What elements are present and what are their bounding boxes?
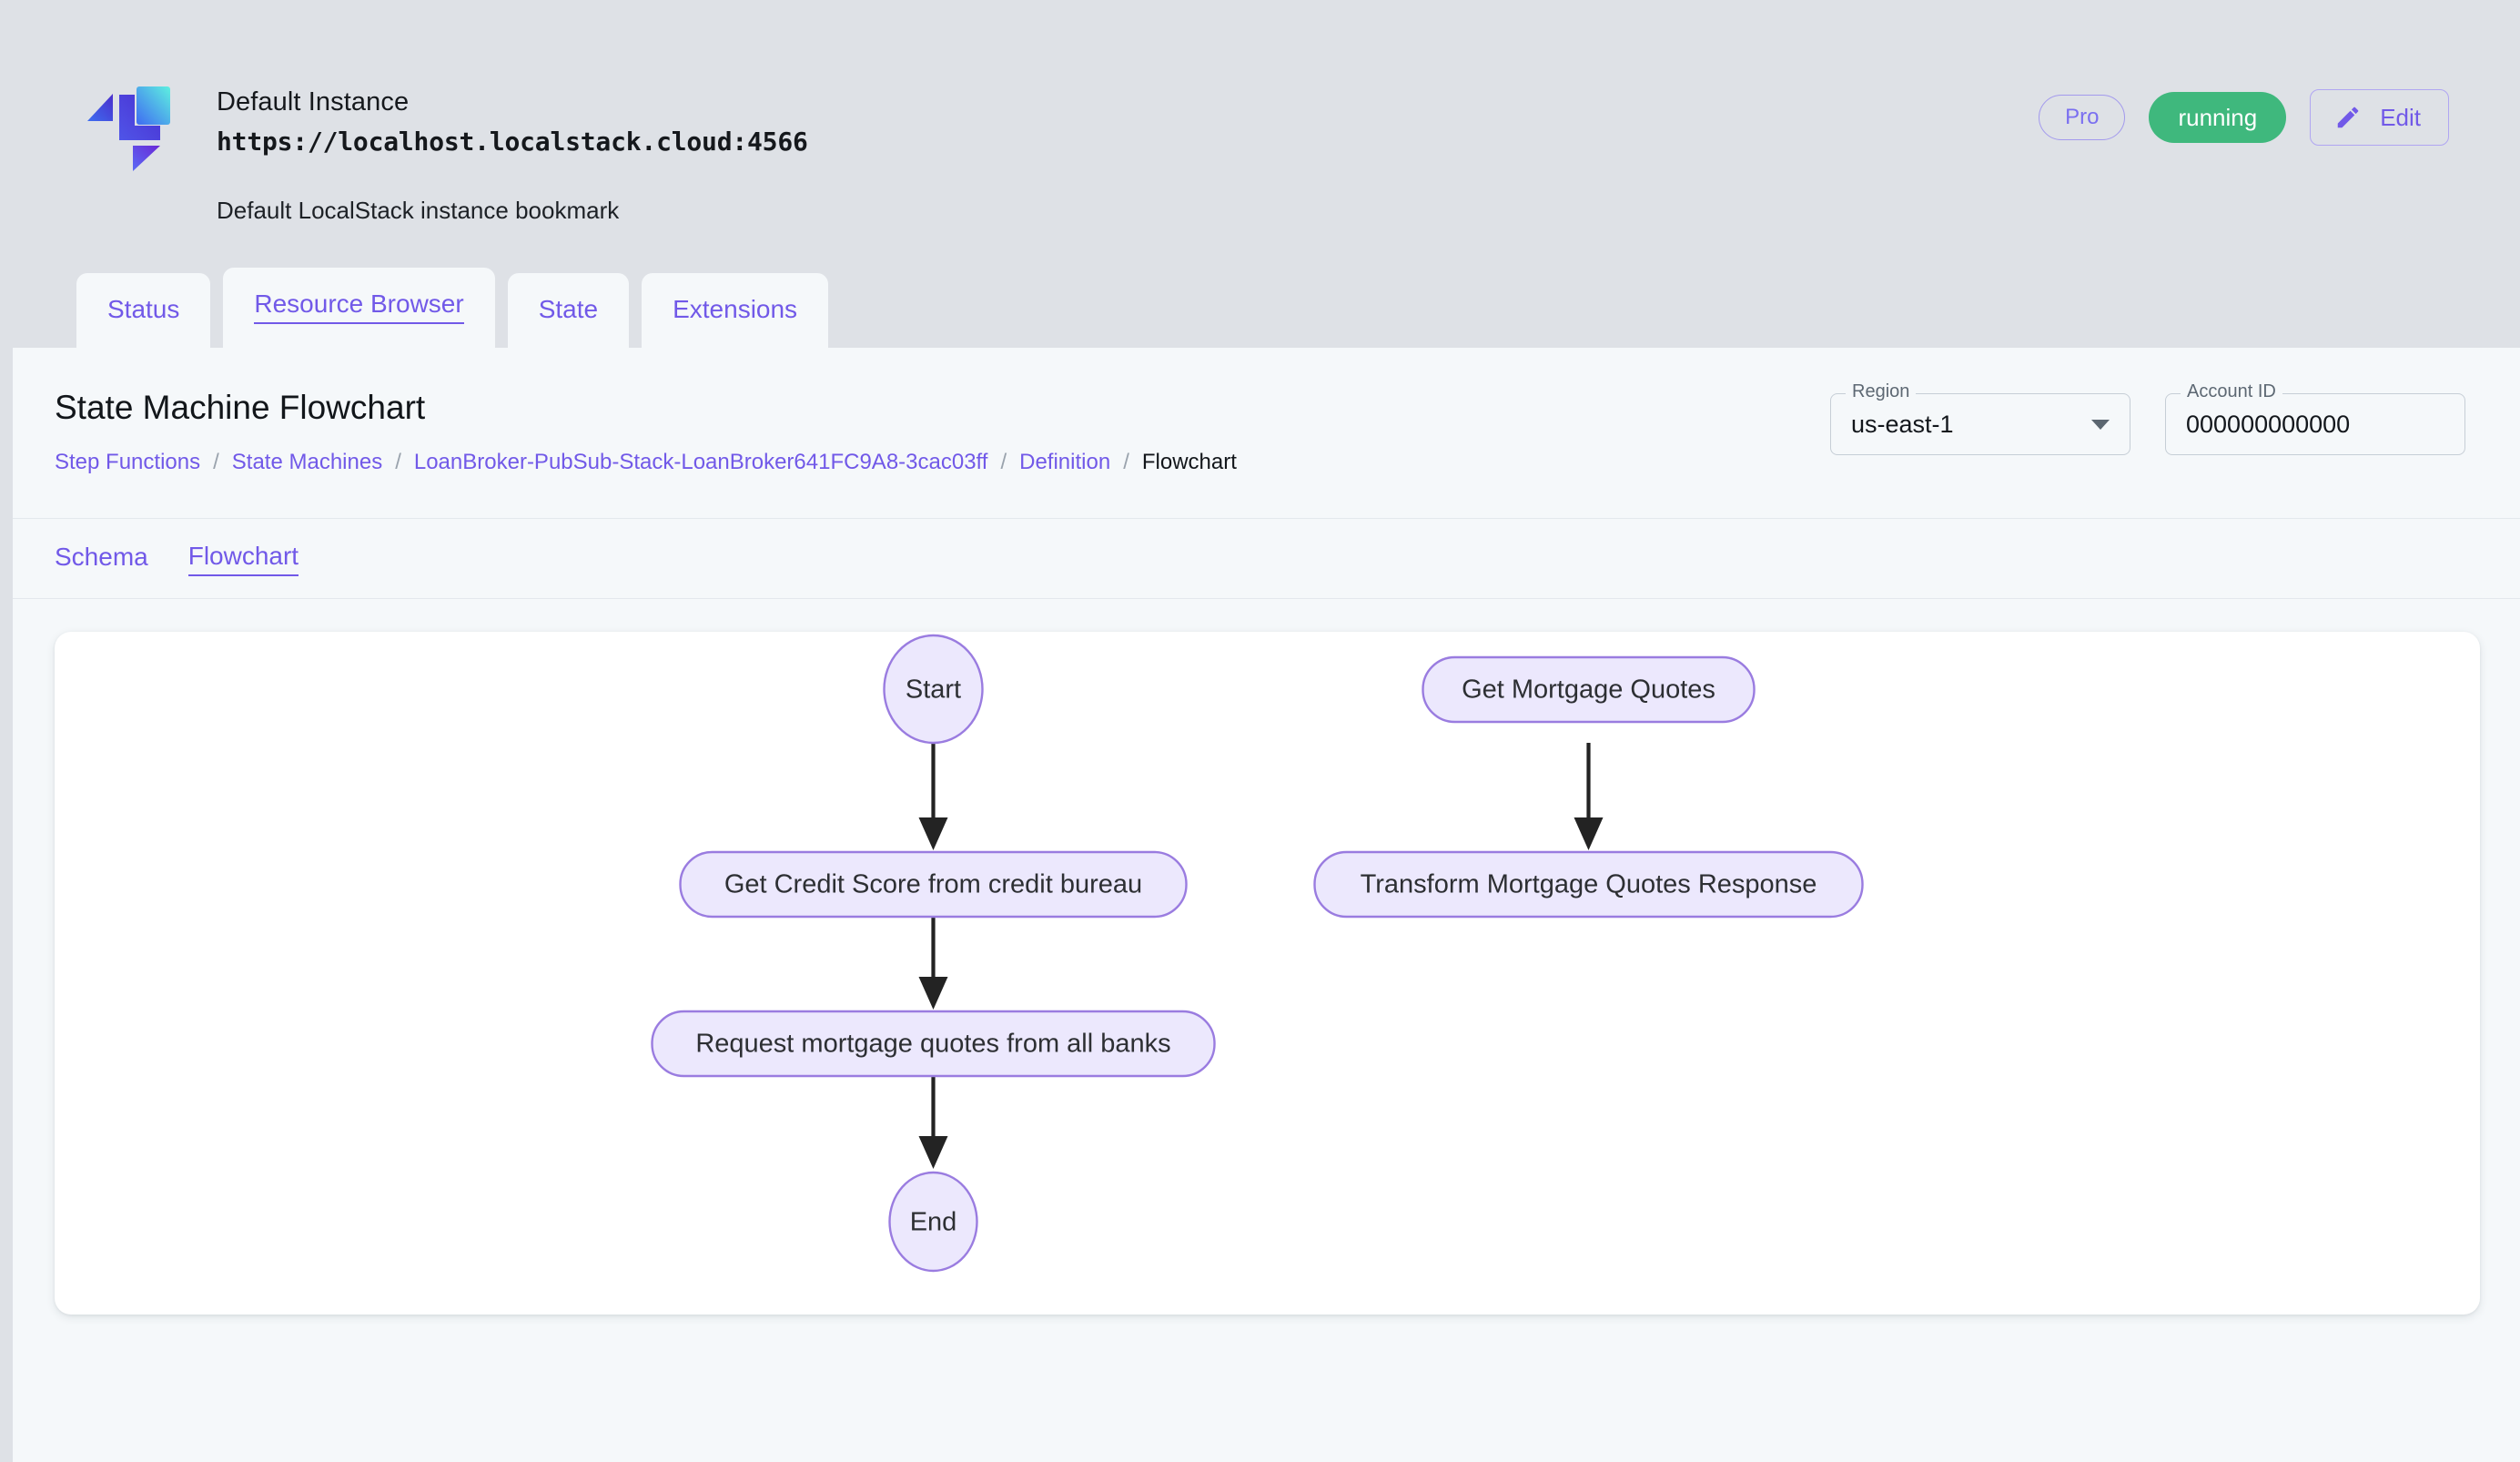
flowchart-node-end[interactable]: End: [888, 1171, 978, 1272]
flowchart-node-transform-response-label: Transform Mortgage Quotes Response: [1361, 869, 1817, 899]
edge-start-to-credit: [918, 742, 948, 850]
state-machine-flowchart[interactable]: Start Get Credit Score from credit burea…: [55, 632, 2480, 1315]
tab-status[interactable]: Status: [76, 273, 211, 348]
pro-badge[interactable]: Pro: [2039, 95, 2126, 140]
region-select[interactable]: Region us-east-1: [1830, 382, 2130, 455]
tab-state[interactable]: State: [507, 273, 630, 348]
account-id-label: Account ID: [2181, 382, 2282, 401]
tab-extensions[interactable]: Extensions: [642, 273, 829, 348]
breadcrumb-separator: /: [395, 450, 401, 475]
tab-resource-browser-label: Resource Browser: [254, 289, 464, 324]
content-area: State Machine Flowchart Step Functions /…: [0, 348, 2520, 1462]
header-actions: Pro running Edit: [2039, 89, 2449, 146]
instance-url: https://localhost.localstack.cloud:4566: [217, 127, 808, 157]
breadcrumb-item-state-machine-name[interactable]: LoanBroker-PubSub-Stack-LoanBroker641FC9…: [413, 450, 988, 475]
breadcrumb-item-flowchart: Flowchart: [1141, 450, 1237, 475]
breadcrumb-item-definition[interactable]: Definition: [1019, 450, 1111, 475]
flowchart-node-get-mortgage-quotes-label: Get Mortgage Quotes: [1462, 675, 1715, 704]
flowchart-node-get-credit-score-label: Get Credit Score from credit bureau: [724, 869, 1142, 899]
flowchart-node-start-label: Start: [906, 675, 961, 704]
status-badge[interactable]: running: [2149, 92, 2287, 143]
account-id-value: 000000000000: [2186, 410, 2351, 438]
chevron-down-icon[interactable]: [2091, 419, 2110, 430]
edit-button-label: Edit: [2380, 104, 2421, 131]
flowchart-node-request-quotes-label: Request mortgage quotes from all banks: [695, 1029, 1170, 1058]
pencil-icon: [2334, 104, 2362, 131]
instance-header: Default Instance https://localhost.local…: [0, 0, 2520, 348]
edge-credit-to-request: [918, 916, 948, 1010]
breadcrumb: Step Functions / State Machines / LoanBr…: [55, 450, 1237, 476]
flowchart-node-end-label: End: [910, 1207, 957, 1236]
edit-button[interactable]: Edit: [2310, 89, 2449, 146]
instance-description: Default LocalStack instance bookmark: [217, 196, 620, 224]
tab-extensions-label: Extensions: [673, 295, 798, 323]
edge-request-to-end: [918, 1075, 948, 1169]
tab-state-label: State: [538, 295, 599, 323]
main-tabs: Status Resource Browser State Extensions: [76, 268, 829, 348]
flowchart-node-get-mortgage-quotes[interactable]: Get Mortgage Quotes: [1422, 655, 1756, 723]
page-title: State Machine Flowchart: [55, 389, 426, 426]
flowchart-node-request-quotes[interactable]: Request mortgage quotes from all banks: [651, 1010, 1216, 1077]
localstack-logo-icon: [80, 84, 175, 178]
instance-name: Default Instance: [217, 87, 410, 117]
page-header: State Machine Flowchart Step Functions /…: [13, 348, 2520, 519]
edge-getquotes-to-transform: [1574, 742, 1604, 850]
sub-tab-schema[interactable]: Schema: [55, 543, 148, 571]
breadcrumb-item-step-functions[interactable]: Step Functions: [55, 450, 201, 475]
tab-status-label: Status: [107, 295, 180, 323]
breadcrumb-separator: /: [1123, 450, 1129, 475]
flowchart-node-transform-response[interactable]: Transform Mortgage Quotes Response: [1313, 850, 1864, 918]
breadcrumb-item-state-machines[interactable]: State Machines: [231, 450, 383, 475]
breadcrumb-separator: /: [1000, 450, 1007, 475]
flowchart-node-get-credit-score[interactable]: Get Credit Score from credit bureau: [679, 850, 1188, 918]
account-id-field[interactable]: Account ID 000000000000: [2165, 382, 2465, 455]
flowchart-card: Start Get Credit Score from credit burea…: [55, 631, 2480, 1315]
sub-tab-flowchart[interactable]: Flowchart: [187, 542, 299, 576]
region-value: us-east-1: [1851, 410, 1954, 438]
breadcrumb-separator: /: [213, 450, 219, 475]
region-label: Region: [1846, 382, 1917, 401]
tab-resource-browser[interactable]: Resource Browser: [223, 268, 495, 348]
flowchart-node-start[interactable]: Start: [883, 634, 984, 744]
sub-tabs: Schema Flowchart: [13, 519, 2520, 599]
